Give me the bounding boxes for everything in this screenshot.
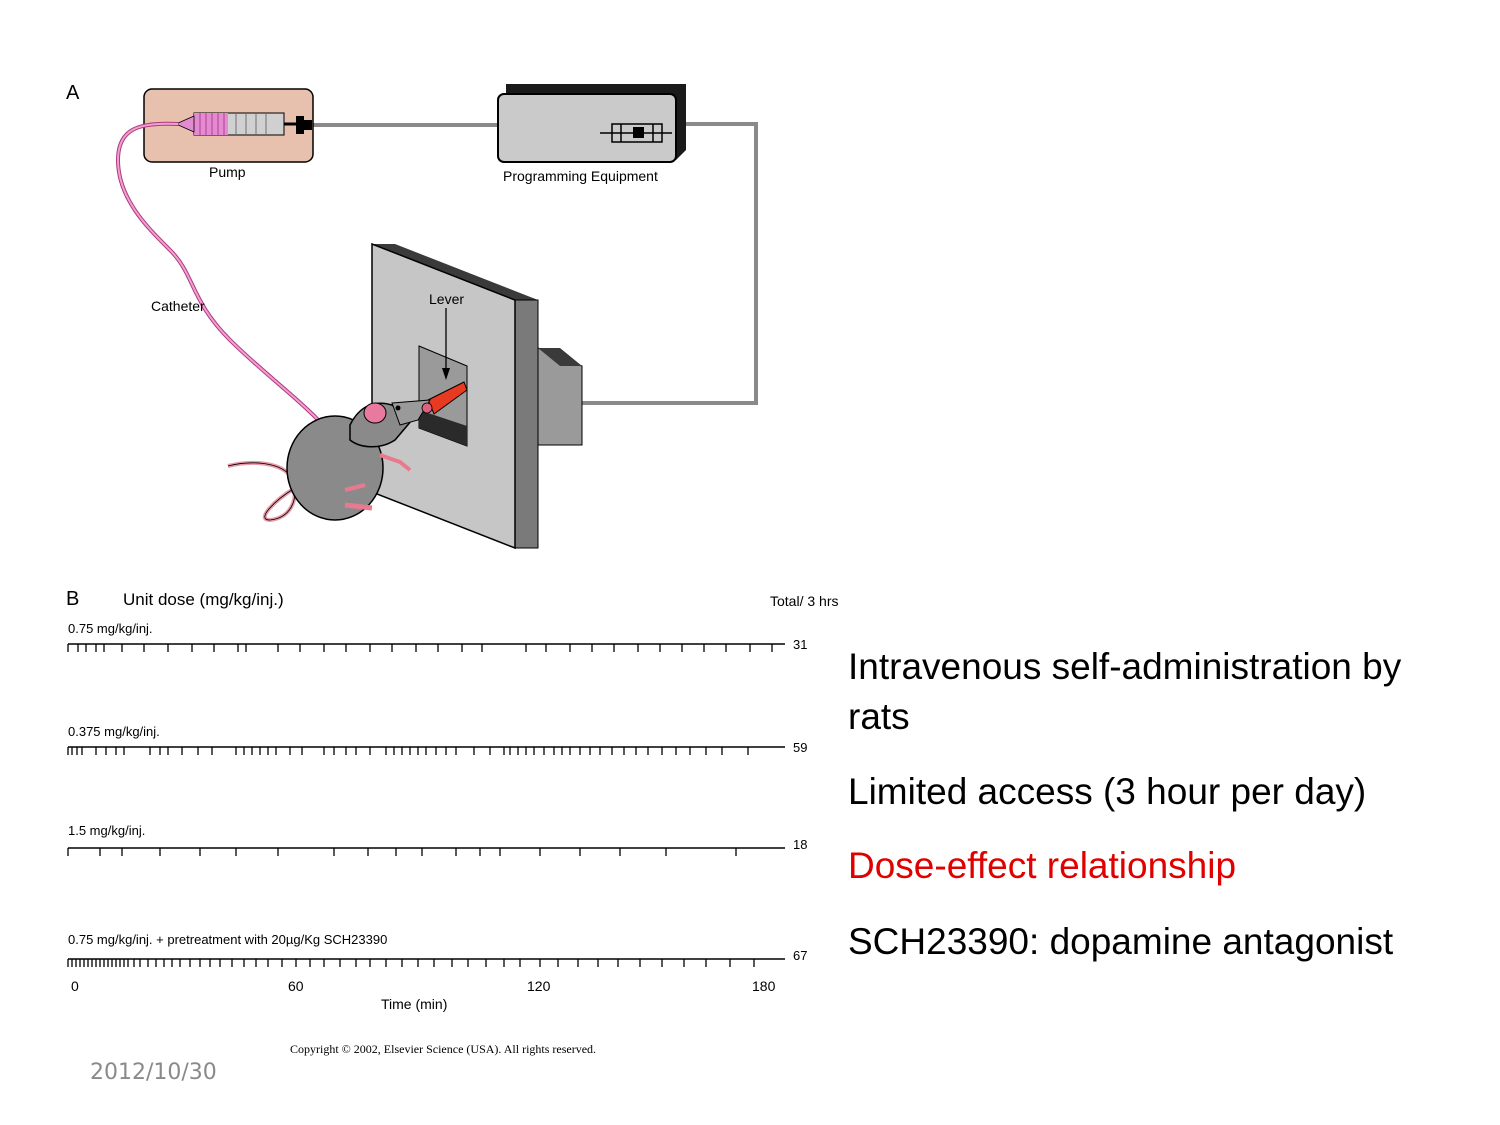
wire-programming-box: [582, 122, 758, 405]
panel-b-title: Unit dose (mg/kg/inj.): [123, 590, 284, 609]
injection-records: [67, 643, 785, 967]
row-label: 0.375 mg/kg/inj.: [68, 724, 160, 739]
rat-illustration: [227, 399, 433, 523]
copyright: Copyright © 2002, Elsevier Science (USA)…: [290, 1042, 597, 1056]
row-total: 18: [793, 837, 808, 852]
pump-label: Pump: [209, 164, 246, 180]
catheter-label: Catheter: [151, 298, 205, 314]
programming-equipment: [497, 84, 686, 163]
row-total: 67: [793, 948, 808, 963]
bullet-line: Limited access (3 hour per day): [848, 771, 1367, 812]
row-label: 0.75 mg/kg/inj.: [68, 621, 153, 636]
x-tick: 60: [288, 978, 304, 994]
total-header: Total/ 3 hrs: [770, 593, 839, 609]
x-tick: 120: [527, 978, 551, 994]
row-label: 1.5 mg/kg/inj.: [68, 823, 146, 838]
row-total: 31: [793, 637, 808, 652]
bullet-line: rats: [848, 696, 910, 737]
bullet-line-highlight: Dose-effect relationship: [848, 845, 1237, 886]
row-total: 59: [793, 740, 808, 755]
pump: [143, 88, 314, 163]
apparatus-diagram: [115, 84, 758, 550]
panel-a-label: A: [66, 82, 80, 104]
x-axis-label: Time (min): [381, 996, 448, 1012]
lever-label: Lever: [429, 291, 465, 307]
row-label: 0.75 mg/kg/inj. + pretreatment with 20µg…: [68, 932, 388, 947]
bullet-line: Intravenous self-administration by: [848, 646, 1402, 687]
panel-b-label: B: [66, 588, 80, 610]
programming-equipment-label: Programming Equipment: [503, 168, 658, 184]
bullet-line: SCH23390: dopamine antagonist: [848, 921, 1394, 962]
x-tick: 0: [71, 978, 79, 994]
x-tick: 180: [752, 978, 776, 994]
slide-date: 2012/10/30: [90, 1060, 217, 1085]
